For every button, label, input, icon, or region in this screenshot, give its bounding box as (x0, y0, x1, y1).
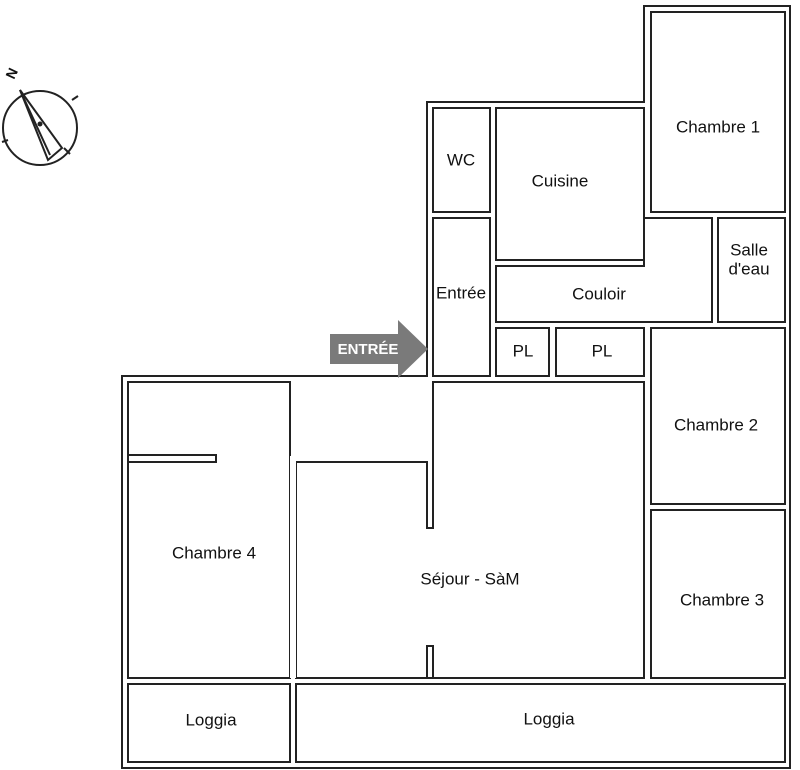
room-pl1 (495, 327, 550, 377)
room-cuisine (495, 107, 645, 261)
room-labels: WC Cuisine Chambre 1 Entrée Couloir Sall… (172, 117, 770, 729)
label-chambre2: Chambre 2 (674, 415, 758, 434)
chambre4-closet-partition (127, 454, 217, 463)
room-chambre1 (650, 11, 786, 213)
label-chambre4: Chambre 4 (172, 543, 256, 562)
room-couloir (495, 217, 713, 323)
label-salle-eau-line1: Salle (730, 240, 768, 259)
label-couloir: Couloir (572, 284, 626, 303)
partitions (127, 454, 434, 679)
label-sejour: Séjour - SàM (420, 569, 519, 588)
label-pl2: PL (592, 341, 613, 360)
label-chambre1: Chambre 1 (676, 117, 760, 136)
entrance-arrow-icon: ENTRÉE (330, 320, 428, 378)
label-salle-eau-line2: d'eau (728, 259, 769, 278)
north-label: N (2, 65, 21, 81)
room-chambre2 (650, 327, 786, 505)
room-loggia1 (127, 683, 291, 763)
entrance-arrow-label: ENTRÉE (338, 341, 399, 358)
room-outlines (127, 11, 786, 763)
compass-icon: N (1, 65, 79, 166)
room-wc (432, 107, 491, 213)
sejour-left-wall (290, 456, 296, 678)
label-pl1: PL (513, 341, 534, 360)
entrance-arrow-shape (330, 320, 428, 378)
label-cuisine: Cuisine (532, 171, 589, 190)
room-chambre4 (127, 381, 291, 679)
room-pl2 (555, 327, 645, 377)
room-salle-eau (717, 217, 786, 323)
sejour-wall-stub (426, 645, 434, 679)
label-loggia2: Loggia (523, 709, 575, 728)
room-entree (432, 217, 491, 377)
label-loggia1: Loggia (185, 710, 237, 729)
label-entree: Entrée (436, 283, 486, 302)
label-chambre3: Chambre 3 (680, 590, 764, 609)
label-wc: WC (447, 150, 475, 169)
room-chambre3 (650, 509, 786, 679)
room-loggia2 (295, 683, 786, 763)
